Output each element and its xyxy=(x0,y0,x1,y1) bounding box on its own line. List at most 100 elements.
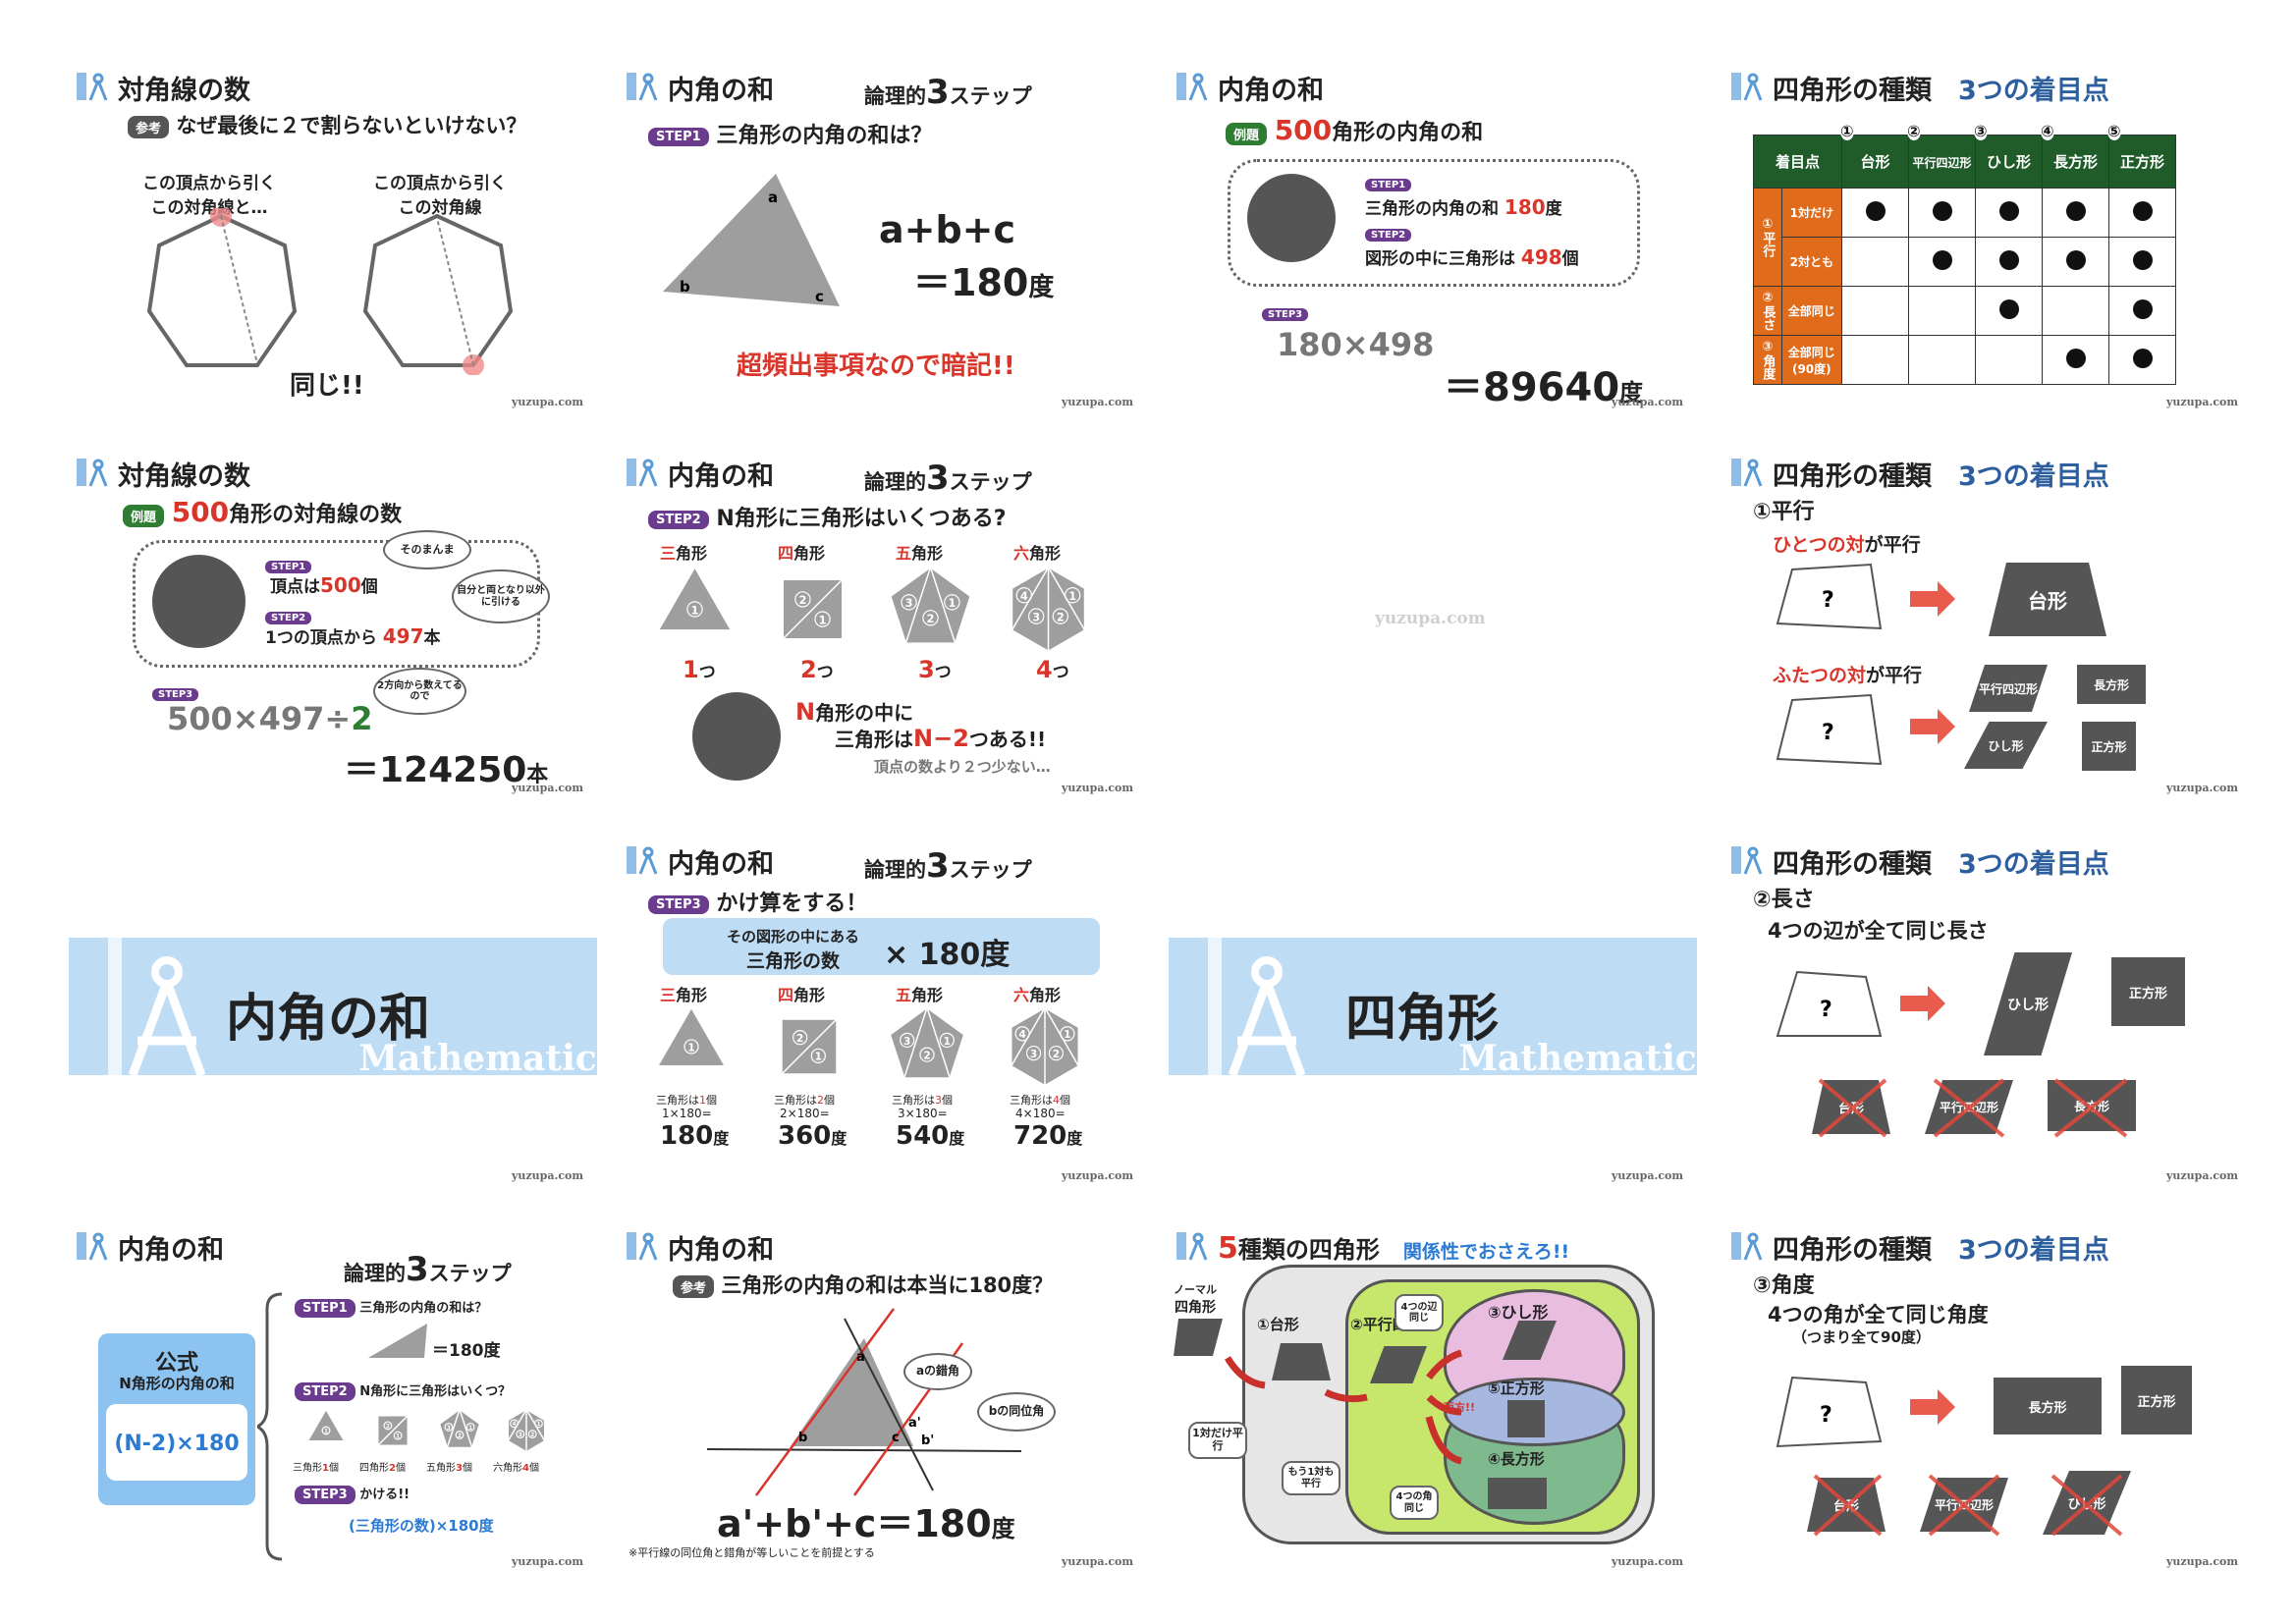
svg-text:1: 1 xyxy=(396,1434,400,1439)
result-text: ＝89640 xyxy=(1444,365,1620,410)
slide-interior-example: 内角の和 例題 500角形の内角の和 STEP1 三角形の内角の和 180度 S… xyxy=(1169,61,1697,414)
angle-sum: 360度 xyxy=(778,1121,847,1151)
relation-arrows xyxy=(1224,1349,1463,1465)
polygon-label: 四角形 xyxy=(778,544,826,563)
ruler-compass-logo-icon xyxy=(1731,73,1763,101)
rectangle-label: ④長方形 xyxy=(1488,1450,1545,1468)
svg-text:1: 1 xyxy=(536,1422,540,1428)
cover-band: 内角の和 Mathematics xyxy=(69,933,597,1080)
footnote: ※平行線の同位角と錯角が等しいことを前提とする xyxy=(629,1546,875,1559)
footer: yuzupa.com xyxy=(2166,782,2238,794)
table-header-focus: 着目点 xyxy=(1753,135,1842,189)
slide-interior-step1: 内角の和 論理的3ステップ STEP1 三角形の内角の和は？ a b c a+b… xyxy=(619,61,1147,414)
svg-text:4: 4 xyxy=(1020,589,1028,603)
svg-text:2: 2 xyxy=(386,1424,390,1430)
angle-sum: 540度 xyxy=(896,1121,965,1151)
triangle-count: 2つ xyxy=(800,656,834,683)
slide-title: 四角形の種類 3つの着目点 xyxy=(1773,461,2109,492)
svg-text:?: ? xyxy=(1822,721,1834,745)
svg-text:1: 1 xyxy=(948,596,956,610)
cond-both-pairs: もう1対も平行 xyxy=(1282,1461,1340,1495)
formula-box: その図形の中にある三角形の数 × 180度 xyxy=(663,918,1100,975)
slide-title: 内角の和 xyxy=(1218,76,1324,106)
square-shape: 正方形 xyxy=(2082,722,2136,771)
slide-cover-interior: 内角の和 Mathematics yuzupa.com xyxy=(69,835,597,1188)
check-dot-icon xyxy=(2065,348,2086,368)
svg-text:c: c xyxy=(892,1431,900,1445)
right-label: この頂点から引く xyxy=(373,174,507,193)
svg-text:4: 4 xyxy=(513,1422,517,1428)
rectangle-ng: 長方形 xyxy=(2048,1080,2136,1131)
svg-text:2: 2 xyxy=(1053,1049,1060,1060)
svg-text:c: c xyxy=(815,288,824,305)
description: 4つの角が全て同じ角度 xyxy=(1768,1303,1989,1326)
ruler-compass-logo-icon xyxy=(1731,846,1763,875)
check-dot-icon xyxy=(2132,298,2153,319)
ruler-compass-logo-icon xyxy=(1176,73,1208,101)
footer: yuzupa.com xyxy=(1612,1555,1683,1568)
ronri-label: 論理的3ステップ xyxy=(327,1241,512,1289)
mini-polygon: 1 xyxy=(302,1407,350,1458)
svg-text:1: 1 xyxy=(1068,589,1076,603)
ronri-label: 論理的3ステップ xyxy=(847,64,1032,112)
slide-title: 対角線の数 xyxy=(118,76,250,106)
slide-interior-formula: 内角の和 論理的3ステップ 公式 N角形の内角の和 (N-2)×180 STEP… xyxy=(69,1220,597,1574)
table-row: ②長さ全部同じ xyxy=(1753,286,2176,336)
subtitle: ②長さ xyxy=(1753,888,1815,912)
rectangle-shape: 長方形 xyxy=(2077,665,2146,704)
svg-text:a: a xyxy=(768,189,778,206)
polygon-label: 五角形 xyxy=(896,544,944,563)
svg-text:2: 2 xyxy=(458,1434,462,1439)
svg-text:3: 3 xyxy=(903,1036,910,1048)
square-shape xyxy=(1507,1400,1545,1437)
ruler-compass-logo-icon xyxy=(1731,459,1763,487)
slide-quad-length: 四角形の種類 3つの着目点 ②長さ 4つの辺が全て同じ長さ ? ひし形 正方形 … xyxy=(1723,835,2252,1188)
svg-text:1: 1 xyxy=(324,1429,328,1434)
footer: yuzupa.com xyxy=(512,1555,583,1568)
triangle-count: 1つ xyxy=(683,656,716,683)
cond-sides: 4つの辺同じ xyxy=(1394,1294,1444,1331)
ruler-compass-logo-icon xyxy=(627,1232,658,1261)
svg-text:2: 2 xyxy=(796,1033,803,1045)
polygon-cloud-icon xyxy=(1247,174,1336,262)
svg-text:3: 3 xyxy=(1032,610,1040,623)
svg-text:2: 2 xyxy=(1057,610,1065,623)
svg-text:?: ? xyxy=(1820,998,1832,1022)
arrow-icon xyxy=(1910,1389,1955,1425)
svg-text:2: 2 xyxy=(530,1433,534,1438)
slide-cover-quad: 四角形 Mathematics yuzupa.com xyxy=(1169,835,1697,1188)
svg-text:1: 1 xyxy=(687,1042,694,1054)
triangle-count: 4つ xyxy=(1036,656,1069,683)
subtitle: ①平行 xyxy=(1753,500,1815,524)
slide-title: 内角の和 xyxy=(668,76,774,106)
subtitle: ③角度 xyxy=(1753,1273,1815,1298)
compass-icon xyxy=(1208,933,1306,1080)
svg-text:b: b xyxy=(798,1431,807,1445)
example-heading: 角形の内角の和 xyxy=(1332,121,1484,145)
rhombus-shape: ひし形 xyxy=(1984,952,2072,1055)
description: 4つの辺が全て同じ長さ xyxy=(1768,919,1989,943)
ruler-compass-logo-icon xyxy=(77,1232,108,1261)
ruler-compass-logo-icon xyxy=(77,459,108,487)
polygon-label: 六角形 xyxy=(1013,544,1062,563)
quad-question-1: ? xyxy=(1776,563,1883,630)
memo-text: 超頻出事項なので暗記!! xyxy=(737,352,1015,381)
brace-icon xyxy=(257,1292,283,1561)
bubble-neighbors: 自分と両となり以外に引ける xyxy=(452,569,550,623)
svg-text:1: 1 xyxy=(1064,1029,1070,1041)
slide-diagonal-reference: 対角線の数 参考 なぜ最後に２で割らないといけない？ この頂点から引くこの対角線… xyxy=(69,61,597,414)
proof-diagram: a b c a' b' xyxy=(706,1308,1022,1496)
check-dot-icon xyxy=(1998,200,2019,221)
slide-interior-step3: 内角の和 論理的3ステップ STEP3 かけ算をする！ その図形の中にある三角形… xyxy=(619,835,1147,1188)
angle-sum: 180度 xyxy=(660,1121,730,1151)
polygon-label: 三角形 xyxy=(660,544,708,563)
footer: yuzupa.com xyxy=(2166,396,2238,408)
